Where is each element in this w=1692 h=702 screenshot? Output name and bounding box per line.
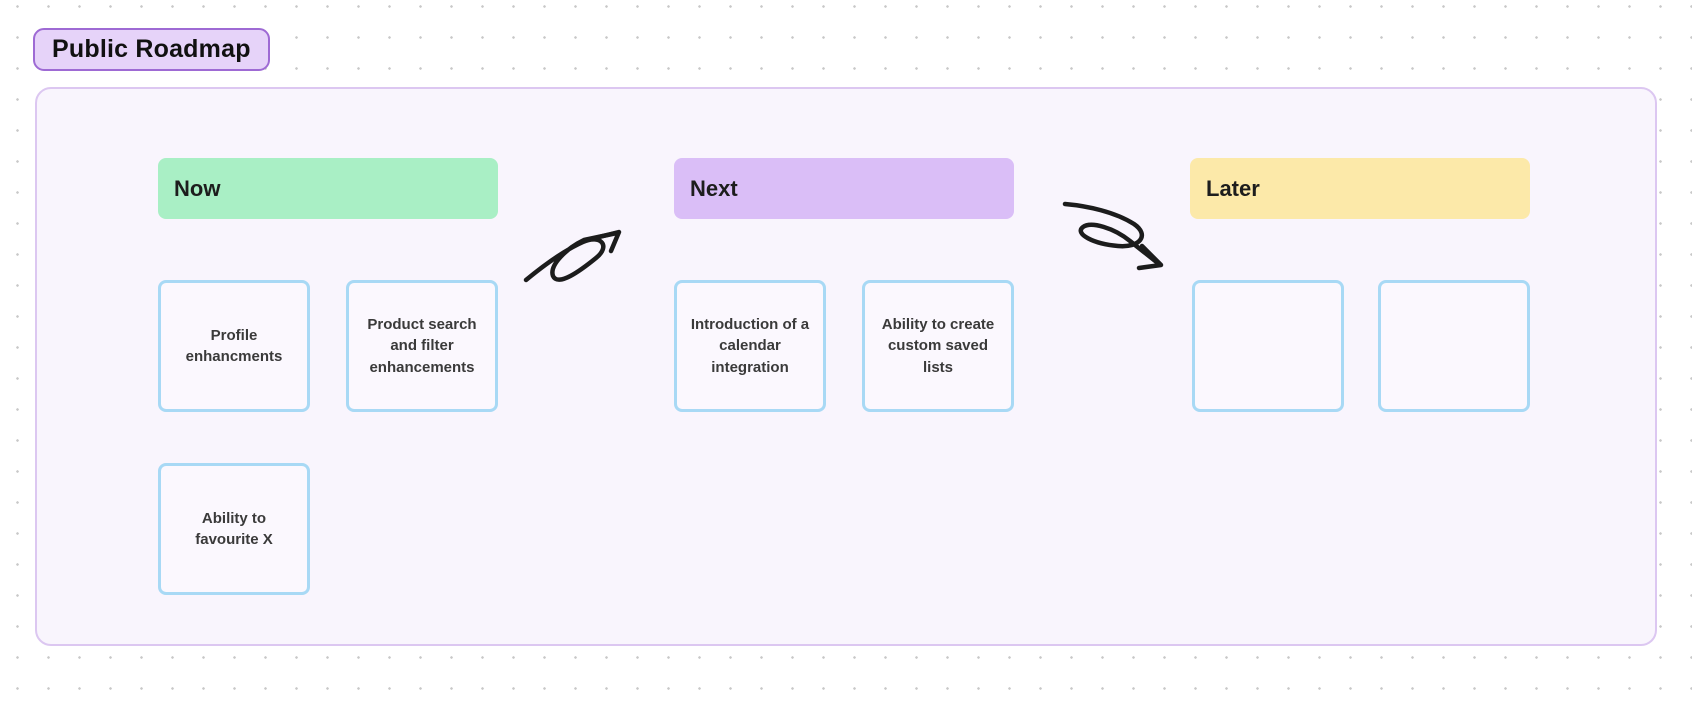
card-later-empty-1[interactable] xyxy=(1192,280,1344,412)
column-header-later[interactable]: Later xyxy=(1190,158,1530,219)
card-product-search-filter[interactable]: Product search and filter enhancements xyxy=(346,280,498,412)
card-calendar-integration[interactable]: Introduction of a calendar integration xyxy=(674,280,826,412)
card-text: Product search and filter enhancements xyxy=(367,316,477,376)
column-header-later-label: Later xyxy=(1206,175,1260,201)
card-text: Ability to create custom saved lists xyxy=(881,316,995,376)
card-later-empty-2[interactable] xyxy=(1378,280,1530,412)
column-header-now-label: Now xyxy=(174,175,221,201)
card-profile-enhancements[interactable]: Profile enhancments xyxy=(158,280,310,412)
card-text: Profile enhancments xyxy=(185,326,283,365)
squiggle-arrow-icon[interactable] xyxy=(523,228,628,293)
card-text: Introduction of a calendar integration xyxy=(690,316,810,376)
column-header-now[interactable]: Now xyxy=(158,158,498,219)
column-header-next[interactable]: Next xyxy=(674,158,1014,219)
card-ability-to-favourite[interactable]: Ability to favourite X xyxy=(158,463,310,595)
frame-title-text: Public Roadmap xyxy=(52,35,251,63)
column-header-next-label: Next xyxy=(690,175,738,201)
squiggle-arrow-icon[interactable] xyxy=(1060,198,1165,273)
frame-title-label[interactable]: Public Roadmap xyxy=(33,28,270,71)
card-custom-saved-lists[interactable]: Ability to create custom saved lists xyxy=(862,280,1014,412)
card-text: Ability to favourite X xyxy=(195,509,273,548)
